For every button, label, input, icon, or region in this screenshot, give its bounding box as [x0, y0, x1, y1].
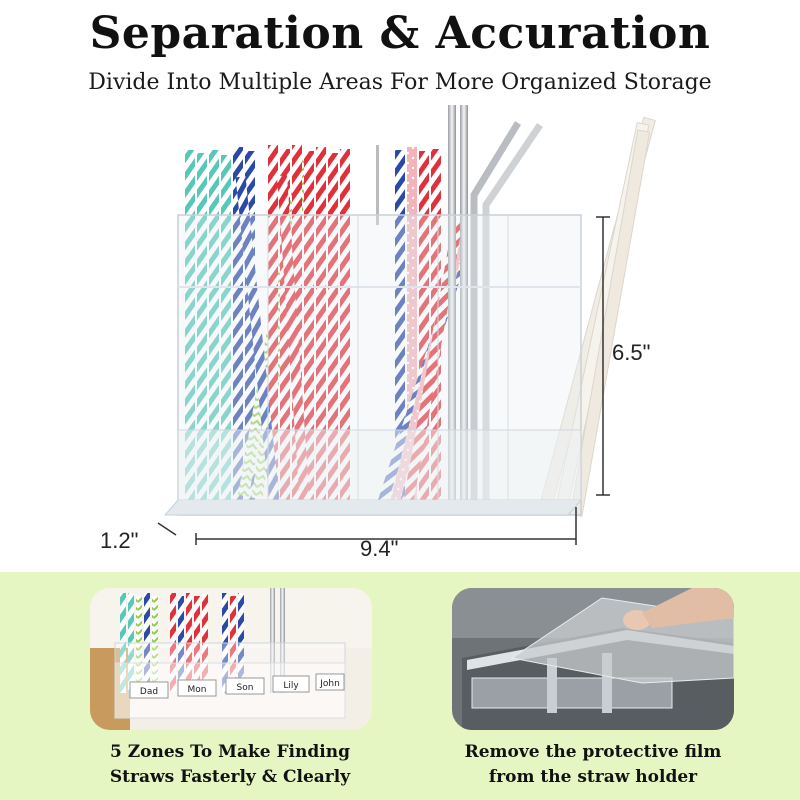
film-caption-line1: Remove the protective film: [464, 742, 722, 762]
straw-holder-illustration: [157, 105, 656, 545]
zone-label-son: Son: [237, 683, 254, 693]
film-caption: Remove the protective film from the stra…: [423, 740, 763, 790]
zone-label-lily: Lily: [283, 681, 299, 691]
width-dimension-label: 9.4": [360, 536, 399, 561]
acrylic-holder: [163, 214, 582, 516]
zone-label-mon: Mon: [188, 685, 207, 695]
zones-caption-line1: 5 Zones To Make Finding: [110, 742, 350, 762]
zone-label-john: John: [319, 679, 340, 689]
zone-label-dad: Dad: [140, 687, 158, 697]
page-title: Separation & Accuration: [89, 8, 711, 59]
zones-photo: Dad Mon Son Lily John: [90, 588, 372, 730]
zones-caption-line2: Straws Fasterly & Clearly: [109, 767, 351, 787]
film-caption-line2: from the straw holder: [488, 767, 698, 787]
straws: [185, 105, 656, 517]
page-subtitle: Divide Into Multiple Areas For More Orga…: [88, 70, 712, 95]
dimension-lines: [157, 216, 610, 545]
depth-dimension-label: 1.2": [100, 528, 139, 553]
height-dimension-label: 6.5": [612, 340, 651, 365]
protective-film-photo: [452, 588, 734, 730]
zones-caption: 5 Zones To Make Finding Straws Fasterly …: [60, 740, 400, 790]
